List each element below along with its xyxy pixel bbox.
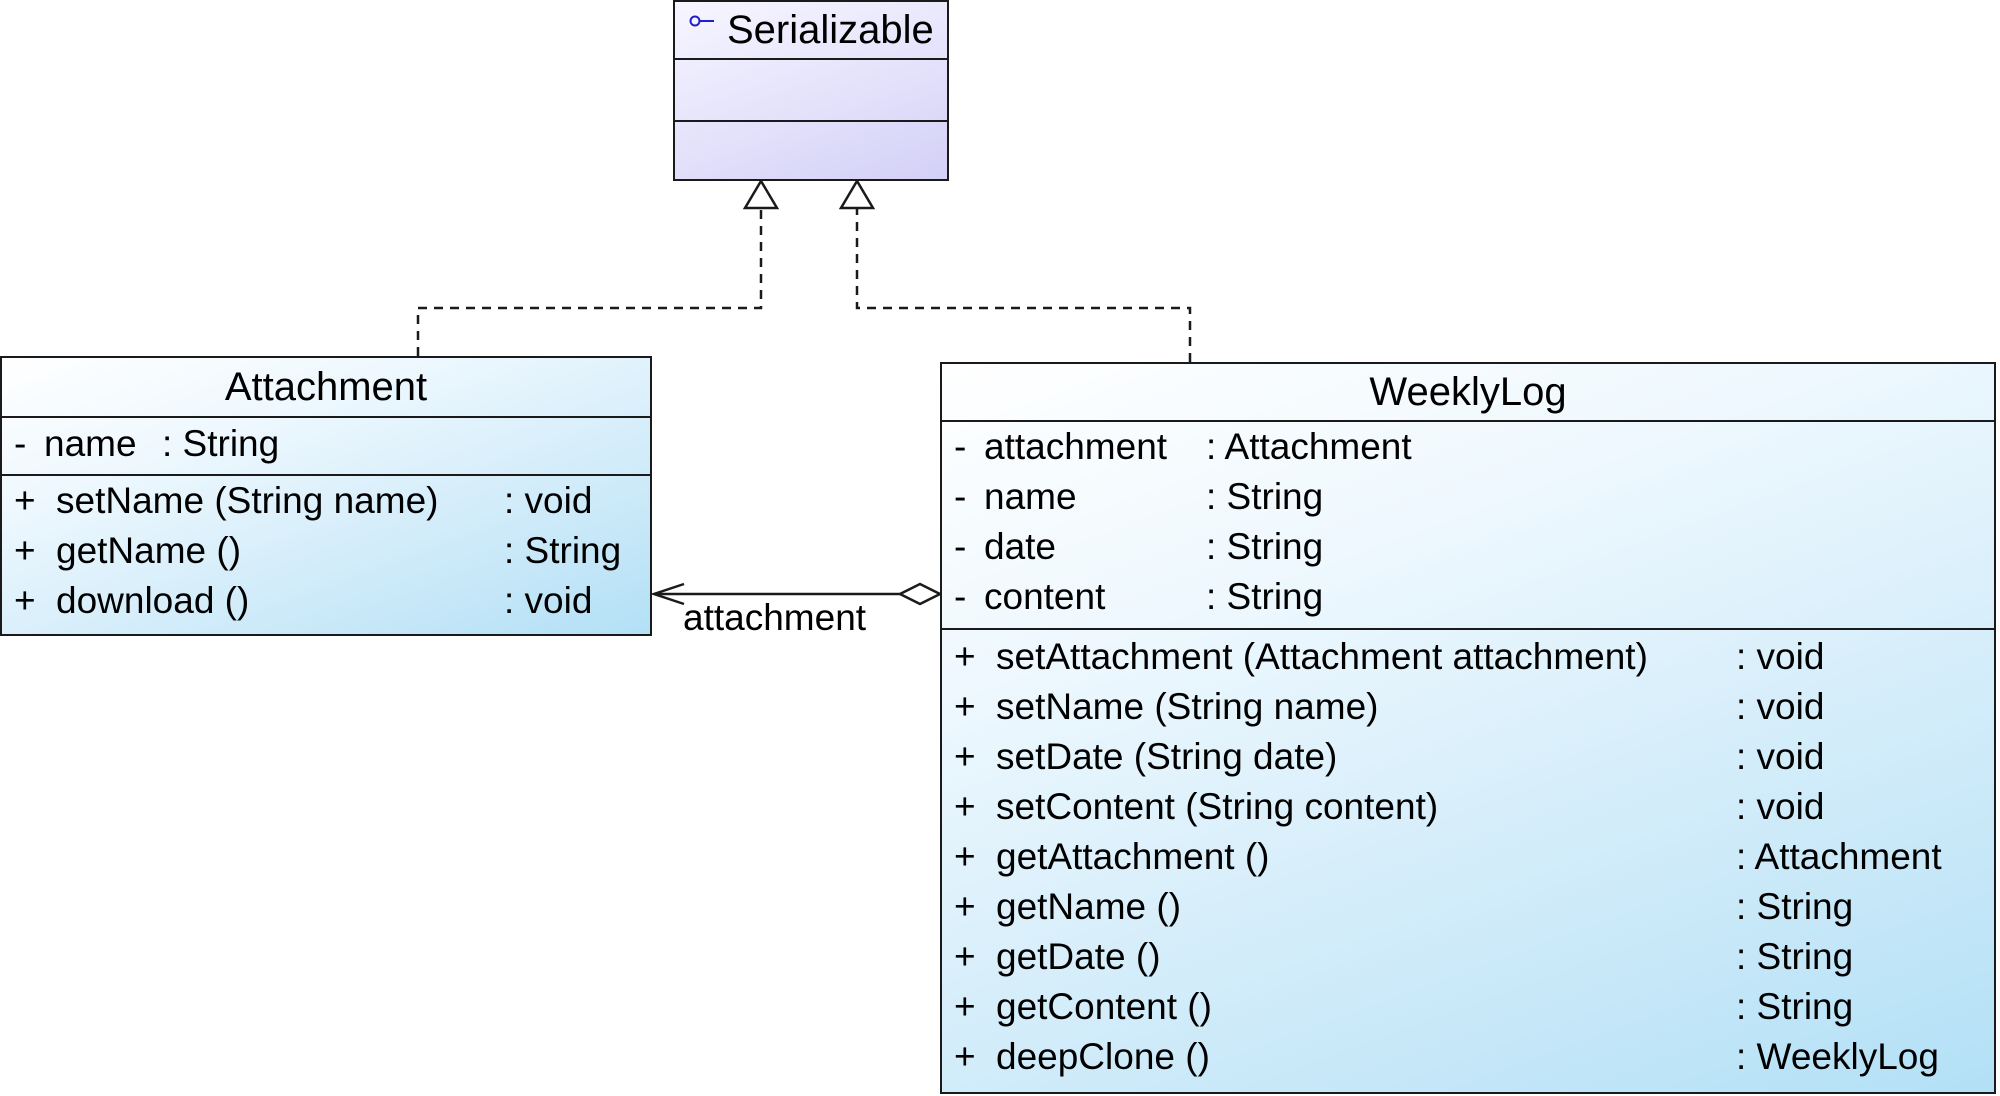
operation-signature: getAttachment () bbox=[996, 836, 1270, 877]
realization-arrowhead-attachment bbox=[742, 178, 780, 210]
operation-signature: getName () bbox=[996, 886, 1182, 927]
operation-row: + getDate () : String bbox=[942, 932, 1994, 982]
attribute-row: - name : String bbox=[942, 472, 1994, 522]
aggregation-diamond bbox=[897, 582, 943, 606]
attributes-compartment: - name : String bbox=[2, 416, 650, 474]
class-name: Attachment bbox=[224, 365, 428, 409]
visibility-marker: + bbox=[14, 480, 36, 521]
interface-lollipop-icon bbox=[689, 15, 714, 27]
operation-signature: setAttachment (Attachment attachment) bbox=[996, 636, 1648, 677]
operation-return: : String bbox=[1736, 886, 1854, 927]
interface-attributes-compartment bbox=[675, 58, 947, 120]
association-label: attachment bbox=[683, 597, 867, 638]
interface-operations-compartment bbox=[675, 120, 947, 178]
class-weeklylog[interactable]: WeeklyLog - attachment : Attachment - na… bbox=[940, 362, 1996, 1094]
visibility-marker: - bbox=[954, 426, 967, 467]
attribute-row: - date : String bbox=[942, 522, 1994, 572]
attribute-type: : String bbox=[162, 423, 280, 464]
attribute-name: name bbox=[984, 476, 1077, 517]
attribute-type: : String bbox=[1206, 576, 1324, 617]
visibility-marker: + bbox=[954, 736, 976, 777]
navigability-arrowhead bbox=[650, 582, 685, 606]
operation-row: + deepClone () : WeeklyLog bbox=[942, 1032, 1994, 1082]
operation-row: + setName (String name) : void bbox=[2, 476, 650, 526]
visibility-marker: - bbox=[954, 476, 967, 517]
attribute-type: : Attachment bbox=[1206, 426, 1412, 467]
operation-return: : WeeklyLog bbox=[1736, 1036, 1939, 1077]
operation-signature: setName (String name) bbox=[56, 480, 439, 521]
operations-compartment: + setAttachment (Attachment attachment) … bbox=[942, 628, 1994, 1082]
visibility-marker: + bbox=[14, 580, 36, 621]
visibility-marker: - bbox=[954, 576, 967, 617]
operation-return: : void bbox=[1736, 736, 1825, 777]
operation-signature: getDate () bbox=[996, 936, 1161, 977]
operation-signature: download () bbox=[56, 580, 250, 621]
operation-return: : String bbox=[504, 530, 622, 571]
operation-signature: getName () bbox=[56, 530, 242, 571]
attribute-type: : String bbox=[1206, 476, 1324, 517]
attribute-name: attachment bbox=[984, 426, 1168, 467]
operation-row: + getContent () : String bbox=[942, 982, 1994, 1032]
operation-return: : void bbox=[504, 580, 593, 621]
operation-row: + getName () : String bbox=[2, 526, 650, 576]
operation-row: + setDate (String date) : void bbox=[942, 732, 1994, 782]
attributes-compartment: - attachment : Attachment - name : Strin… bbox=[942, 420, 1994, 628]
operation-row: + setAttachment (Attachment attachment) … bbox=[942, 632, 1994, 682]
visibility-marker: + bbox=[954, 936, 976, 977]
realization-arrowhead-weeklylog bbox=[838, 178, 876, 210]
visibility-marker: + bbox=[954, 1036, 976, 1077]
attribute-name: content bbox=[984, 576, 1106, 617]
attribute-row: - content : String bbox=[942, 572, 1994, 622]
operation-signature: setDate (String date) bbox=[996, 736, 1338, 777]
visibility-marker: - bbox=[954, 526, 967, 567]
operation-row: + download () : void bbox=[2, 576, 650, 626]
visibility-marker: + bbox=[954, 636, 976, 677]
operation-signature: deepClone () bbox=[996, 1036, 1210, 1077]
operation-return: : String bbox=[1736, 936, 1854, 977]
operation-row: + getAttachment () : Attachment bbox=[942, 832, 1994, 882]
visibility-marker: + bbox=[954, 786, 976, 827]
operation-signature: getContent () bbox=[996, 986, 1212, 1027]
operation-signature: setContent (String content) bbox=[996, 786, 1439, 827]
class-attachment[interactable]: Attachment - name : String + setName (St… bbox=[0, 356, 652, 636]
class-name: WeeklyLog bbox=[1369, 370, 1567, 414]
operation-return: : void bbox=[1736, 786, 1825, 827]
visibility-marker: + bbox=[954, 986, 976, 1027]
operation-row: + setContent (String content) : void bbox=[942, 782, 1994, 832]
attribute-row: - attachment : Attachment bbox=[942, 422, 1994, 472]
visibility-marker: + bbox=[954, 886, 976, 927]
attribute-type: : String bbox=[1206, 526, 1324, 567]
operations-compartment: + setName (String name) : void + getName… bbox=[2, 474, 650, 626]
operation-return: : Attachment bbox=[1736, 836, 1942, 877]
visibility-marker: + bbox=[954, 836, 976, 877]
attribute-row: - name : String bbox=[2, 418, 650, 470]
realization-line-attachment bbox=[416, 208, 763, 356]
operation-return: : void bbox=[504, 480, 593, 521]
interface-serializable[interactable]: Serializable bbox=[673, 0, 949, 181]
operation-return: : String bbox=[1736, 986, 1854, 1027]
operation-row: + getName () : String bbox=[942, 882, 1994, 932]
operation-signature: setName (String name) bbox=[996, 686, 1379, 727]
operation-row: + setName (String name) : void bbox=[942, 682, 1994, 732]
operation-return: : void bbox=[1736, 686, 1825, 727]
operation-return: : void bbox=[1736, 636, 1825, 677]
visibility-marker: + bbox=[954, 686, 976, 727]
interface-name: Serializable bbox=[727, 8, 934, 52]
realization-line-weeklylog bbox=[855, 208, 1192, 362]
visibility-marker: - bbox=[14, 423, 27, 464]
visibility-marker: + bbox=[14, 530, 36, 571]
attribute-name: date bbox=[984, 526, 1057, 567]
attribute-name: name bbox=[44, 423, 137, 464]
